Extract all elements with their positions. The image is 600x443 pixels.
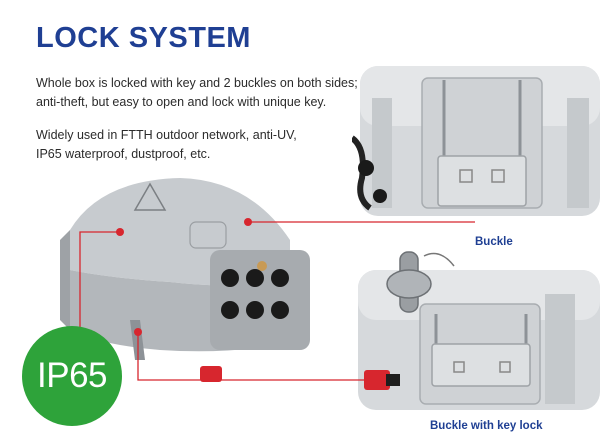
description-line: IP65 waterproof, dustproof, etc. (36, 147, 211, 161)
distribution-box-illustration (60, 178, 310, 382)
page-title: LOCK SYSTEM (36, 22, 251, 54)
buckle-illustration (352, 66, 600, 216)
key-lock-caption: Buckle with key lock (430, 420, 543, 432)
distribution-box-photo (40, 170, 320, 400)
description-line: Whole box is locked with key and 2 buckl… (36, 76, 358, 90)
description-line: Widely used in FTTH outdoor network, ant… (36, 128, 297, 142)
buckle-photo (352, 58, 600, 228)
ip65-badge: IP65 (22, 326, 122, 426)
key-lock-photo (350, 244, 600, 416)
ip65-badge-label: IP65 (37, 356, 108, 395)
buckle-caption: Buckle (475, 236, 513, 248)
description-lock: Whole box is locked with key and 2 buckl… (36, 74, 366, 112)
description-line: anti-theft, but easy to open and lock wi… (36, 95, 327, 109)
description-usage: Widely used in FTTH outdoor network, ant… (36, 126, 336, 164)
key-lock-illustration (358, 251, 600, 410)
